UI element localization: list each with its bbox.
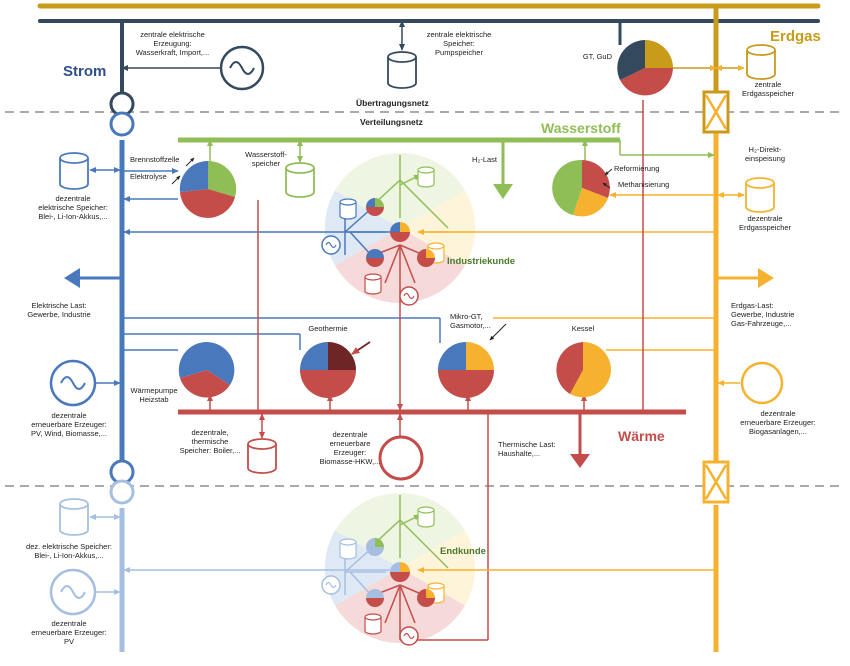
small-storage-icons-industrie — [339, 166, 445, 295]
sine-icon-industrie-waerme — [403, 292, 415, 300]
mikro-gt-pointer — [489, 323, 507, 341]
storage-icon-dez-elektrisch-lower — [59, 498, 89, 536]
label-dez-th-speicher: dezentrale, thermische Speicher: Boiler,… — [179, 428, 241, 455]
reformierung-pointer — [604, 168, 613, 176]
gas-last-arrow — [758, 268, 774, 288]
label-el-last: Elektrische Last: Gewerbe, Industrie — [27, 301, 91, 319]
h2-last-arrow — [493, 184, 513, 199]
label-h2-last: H₂-Last — [472, 155, 498, 164]
label-erdgas-last: Erdgas-Last: Gewerbe, Industrie Gas-Fahr… — [731, 301, 795, 328]
storage-icon-dez-elektrisch — [59, 152, 89, 190]
sine-wave-icon — [229, 61, 255, 75]
pie-waermepumpe — [178, 341, 235, 398]
storage-icon-dezentrale-erdgas — [745, 177, 775, 213]
label-dezentrale-erdgasspeicher: dezentrale Erdgasspeicher — [738, 214, 792, 232]
storage-icon-thermisch — [247, 438, 277, 474]
label-wasserstoffspeicher: Wasserstoff- speicher — [245, 150, 287, 168]
label-elektrolyse: Elektrolyse — [130, 172, 167, 181]
biomasse-hkw-icon — [378, 435, 424, 481]
label-geothermie: Geothermie — [308, 324, 348, 333]
transformer-lower — [109, 459, 135, 505]
elektrolyse-pointer — [171, 175, 181, 185]
pie-geothermie — [300, 342, 356, 398]
storage-icon-wasserstoff — [285, 162, 315, 198]
biogas-icon — [740, 361, 784, 405]
label-zentrale-erdgasspeicher: zentrale Erdgasspeicher — [741, 80, 795, 98]
pie-gt-gud — [617, 40, 673, 96]
thermische-last-arrow — [570, 454, 590, 468]
label-biogas: dezentrale erneuerbare Erzeuger: Biogasa… — [740, 409, 816, 436]
label-gt-gud: GT, GuD — [582, 52, 612, 61]
brennstoffzelle-pointer — [185, 157, 195, 167]
label-dez-el-speicher: dezentrale elektrische Speicher: Blei-, … — [38, 194, 108, 221]
geothermie-pointer — [351, 341, 371, 355]
label-waermepumpe: Wärmepumpe Heizstab — [130, 386, 178, 404]
pie-reformierung — [552, 159, 610, 217]
waerme-title: Wärme — [618, 428, 665, 444]
transformer-upper — [109, 91, 135, 137]
industriekunde-network — [344, 155, 449, 300]
label-dez-ee-pv: dezentrale erneuerbare Erzeuger: PV — [31, 619, 107, 646]
label-dez-ee-hkw: dezentrale erneuerbare Erzeuger: Biomass… — [319, 430, 381, 466]
strom-title: Strom — [63, 63, 107, 80]
erdgas-title: Erdgas — [770, 28, 821, 45]
gas-connection-lines — [417, 192, 745, 386]
label-thermische-last: Thermische Last: Haushalte,... — [498, 440, 556, 458]
storage-icon-zentrale-erdgas — [746, 44, 776, 80]
storage-icon-pumpspeicher — [387, 51, 417, 89]
verteilungsnetz-label: Verteilungsnetz — [360, 117, 423, 127]
sine-icon-endkunde — [325, 581, 337, 589]
pie-mikro-gt — [438, 342, 494, 398]
label-mikro-gt: Mikro-GT, Gasmotor,... — [450, 312, 491, 330]
uebertragungsnetz-label: Übertragungsnetz — [356, 98, 429, 108]
label-brennstoffzelle: Brennstoffzelle — [130, 155, 180, 164]
label-kessel: Kessel — [571, 324, 595, 333]
sine-icon-endkunde-waerme — [403, 632, 415, 640]
pie-brennstoffzelle — [179, 160, 237, 218]
label-dez-ee-erzeuger: dezentrale erneuerbare Erzeuger: PV, Win… — [30, 411, 107, 438]
gas-regulator-lower — [702, 460, 730, 504]
label-reformierung: Reformierung — [614, 164, 660, 173]
pie-kessel — [556, 342, 611, 398]
sine-wave-icon-dez-ee — [60, 376, 86, 390]
endkunde-label: Endkunde — [440, 546, 486, 557]
gas-regulator-upper — [702, 90, 730, 134]
label-zentrale-erzeugung: zentrale elektrische Erzeugung: Wasserkr… — [135, 30, 210, 57]
methanisierung-pointer — [602, 182, 611, 189]
wasserstoff-title: Wasserstoff — [541, 120, 621, 136]
small-pies-industrie — [366, 198, 435, 267]
sine-wave-icon-pv — [60, 585, 86, 599]
label-zentrale-speicher: zentrale elektrische Speicher: Pumpspeic… — [426, 30, 492, 57]
label-methanisierung: Methanisierung — [618, 180, 670, 189]
industriekunde-label: Industriekunde — [447, 256, 516, 267]
strom-last-arrow — [64, 268, 80, 288]
label-dez-el-speicher-lower: dez. elektrische Speicher: Blei-, Li-Ion… — [26, 542, 112, 560]
sine-icon-industrie — [325, 241, 337, 249]
small-pies-endkunde — [366, 538, 435, 607]
label-h2-direkt: H₂-Direkt- einspeisung — [744, 145, 786, 163]
